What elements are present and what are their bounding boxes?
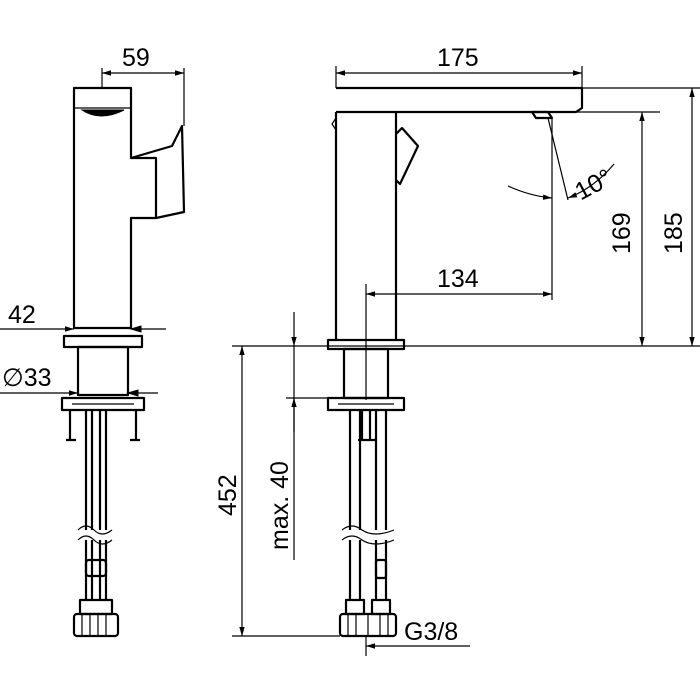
front-view: 175 134 10° 169 185 xyxy=(214,44,700,656)
side-view-body xyxy=(72,86,158,330)
dimension-body-width: 42 xyxy=(0,301,166,333)
side-view-hoses xyxy=(72,410,120,638)
dimension-connector-diameter: ∅33 xyxy=(0,364,158,397)
front-view-hoses xyxy=(338,410,398,638)
front-view-body xyxy=(334,112,398,340)
dimension-total-height: 185 xyxy=(582,87,700,346)
front-view-lever xyxy=(395,126,420,186)
dimension-label-max-40: max. 40 xyxy=(266,461,294,550)
dimension-thread: G3/8 xyxy=(365,618,470,656)
front-view-spout xyxy=(336,86,584,114)
side-view-handle xyxy=(130,124,186,220)
dimension-label-452: 452 xyxy=(214,474,242,516)
dimension-label-g3-8: G3/8 xyxy=(404,618,458,646)
dimension-label-169: 169 xyxy=(608,212,636,254)
dimension-label-175: 175 xyxy=(437,44,479,72)
dimension-max-counter-thickness: max. 40 xyxy=(266,312,328,560)
dimension-label-10-degree: 10° xyxy=(570,164,617,206)
dimension-label-134: 134 xyxy=(437,265,479,293)
side-view: 59 42 ∅33 xyxy=(0,44,186,638)
dimension-spout-angle: 10° xyxy=(507,117,617,206)
side-view-shank xyxy=(76,345,130,397)
side-view-washer xyxy=(60,396,146,412)
dimension-label-42: 42 xyxy=(8,301,36,329)
dimension-width-top: 59 xyxy=(101,44,185,126)
dimension-hose-length: 452 xyxy=(214,346,340,637)
dimension-spout-length: 175 xyxy=(335,44,583,88)
side-view-base-plate xyxy=(62,334,144,349)
dimension-spout-reach: 134 xyxy=(365,118,553,400)
side-view-outlet xyxy=(80,109,125,117)
dimension-label-diameter-33: ∅33 xyxy=(2,364,52,392)
front-view-outlet xyxy=(530,110,554,120)
dimension-label-59: 59 xyxy=(122,44,150,72)
dimension-label-185: 185 xyxy=(660,212,688,254)
dimension-outlet-height: 169 xyxy=(556,111,660,346)
